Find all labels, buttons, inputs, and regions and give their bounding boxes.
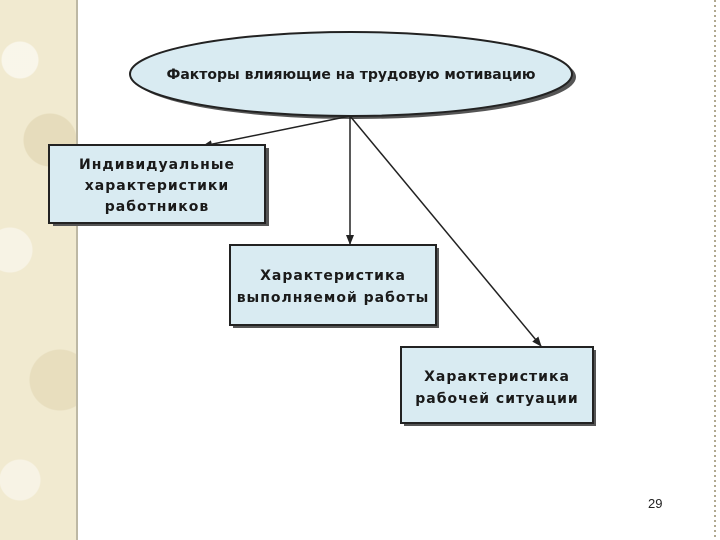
decorative-side-panel bbox=[0, 0, 76, 540]
root-ellipse bbox=[129, 31, 573, 117]
node-3-line-1: Характеристика bbox=[424, 369, 570, 385]
node-2-line-2: выполняемой работы bbox=[237, 290, 430, 306]
node-1-line-3: работников bbox=[105, 199, 209, 215]
node-work-characteristics bbox=[229, 244, 437, 326]
root-label: Факторы влияющие на трудовую мотивацию bbox=[166, 67, 535, 83]
arrow-to-node-1 bbox=[202, 115, 351, 149]
node-individual-characteristics bbox=[48, 144, 266, 224]
node-1-line-1: Индивидуальные bbox=[79, 157, 235, 173]
side-panel-border bbox=[76, 0, 78, 540]
node-3-line-2: рабочей ситуации bbox=[415, 391, 578, 407]
right-dotted-border bbox=[714, 0, 716, 540]
arrow-to-node-3 bbox=[349, 115, 542, 347]
node-work-situation bbox=[400, 346, 594, 424]
page-number: 29 bbox=[648, 496, 663, 511]
node-2-line-1: Характеристика bbox=[260, 268, 406, 284]
node-1-line-2: характеристики bbox=[85, 178, 229, 194]
